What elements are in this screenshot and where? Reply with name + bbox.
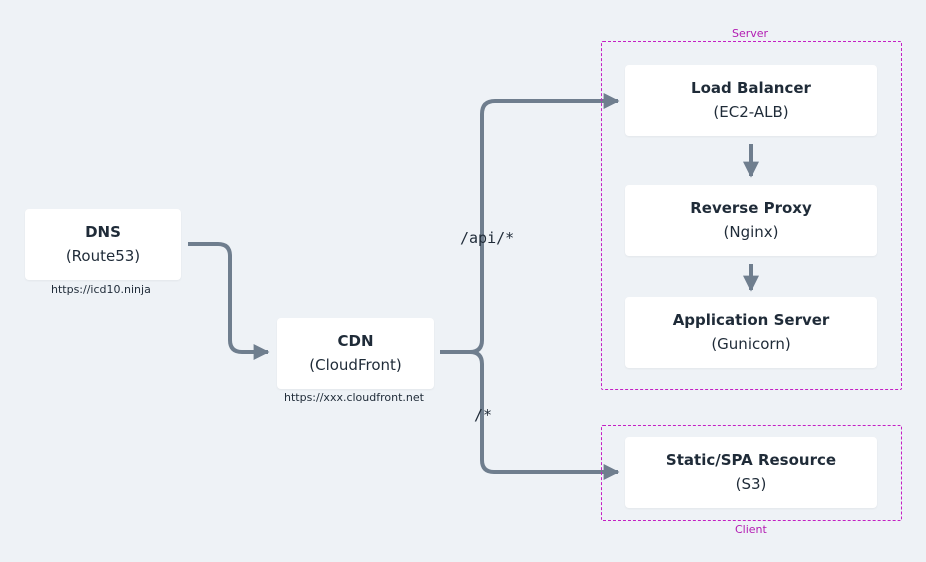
cdn-subtitle: (CloudFront): [309, 356, 402, 374]
load-balancer-node: Load Balancer (EC2-ALB): [625, 65, 877, 136]
edge-cdn-to-static: [469, 350, 620, 480]
reverse-proxy-title: Reverse Proxy: [690, 199, 812, 217]
static-resource-title: Static/SPA Resource: [665, 451, 837, 469]
app-server-node: Application Server (Gunicorn): [625, 297, 877, 368]
load-balancer-title: Load Balancer: [691, 79, 811, 97]
load-balancer-subtitle: (EC2-ALB): [713, 103, 789, 121]
client-group-label: Client: [735, 523, 767, 536]
static-resource-subtitle: (S3): [735, 475, 767, 493]
dns-subtitle: (Route53): [65, 247, 141, 265]
server-group: [601, 41, 902, 390]
app-server-subtitle: (Gunicorn): [711, 335, 791, 353]
reverse-proxy-node: Reverse Proxy (Nginx): [625, 185, 877, 256]
static-resource-node: Static/SPA Resource (S3): [625, 437, 877, 508]
cdn-url: https://xxx.cloudfront.net: [284, 391, 424, 404]
reverse-proxy-subtitle: (Nginx): [723, 223, 779, 241]
route-label-api: /api/*: [460, 229, 515, 247]
edge-cdn-to-load-balancer: [440, 93, 620, 354]
client-group: [601, 425, 902, 521]
dns-node: DNS (Route53): [25, 209, 181, 280]
app-server-title: Application Server: [672, 311, 830, 329]
edge-dns-to-cdn: [188, 242, 270, 360]
server-group-label: Server: [732, 27, 769, 40]
cdn-title: CDN: [337, 332, 374, 350]
cdn-node: CDN (CloudFront): [277, 318, 434, 389]
dns-title: DNS: [85, 223, 121, 241]
route-label-root: /*: [474, 406, 493, 424]
dns-url: https://icd10.ninja: [51, 283, 151, 296]
